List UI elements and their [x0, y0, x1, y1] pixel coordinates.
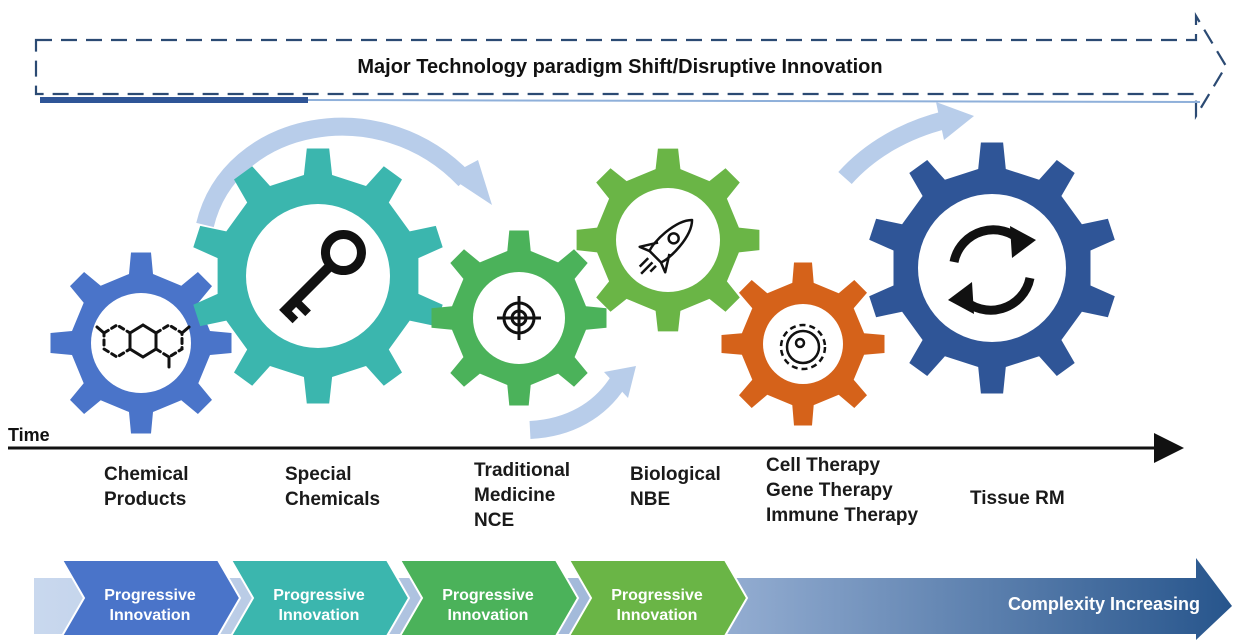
gear-center — [918, 194, 1066, 342]
gear-6 — [869, 142, 1115, 394]
chevron-2 — [229, 559, 411, 637]
flow-arrows — [196, 111, 948, 439]
stage-label-tissue-rm: Tissue RM — [970, 488, 1065, 509]
banner-title: Major Technology paradigm Shift/Disrupti… — [357, 56, 883, 78]
gear-center — [91, 293, 191, 393]
stage-label-special-chemicals: Special Chemicals — [285, 464, 381, 510]
complexity-label: Complexity Increasing — [1007, 594, 1200, 614]
chevron-3 — [398, 559, 580, 637]
refresh-icon — [948, 225, 1036, 315]
banner-progress-light — [307, 99, 1201, 103]
flow-arrowheads — [448, 102, 974, 398]
cell-icon — [779, 323, 827, 371]
time-axis-label: Time — [8, 425, 50, 445]
key-icon — [279, 230, 366, 324]
stage-label-cell-gene-immune: Cell Therapy Gene Therapy Immune Therapy — [766, 455, 919, 526]
chevron-4 — [567, 559, 749, 637]
banner-arrow — [34, 12, 1228, 120]
stage-label-biological: Biological NBE — [630, 464, 721, 510]
molecule-icon — [95, 323, 191, 369]
gear-1 — [50, 252, 232, 434]
target-icon — [497, 296, 541, 340]
rocket-icon — [638, 218, 694, 275]
banner-progress-dark — [40, 97, 308, 103]
stage-label-traditional-medicine: Traditional Medicine NCE — [474, 460, 571, 531]
chevron-1 — [60, 559, 242, 637]
stage-label-chemical-products: Chemical Products — [104, 464, 189, 510]
